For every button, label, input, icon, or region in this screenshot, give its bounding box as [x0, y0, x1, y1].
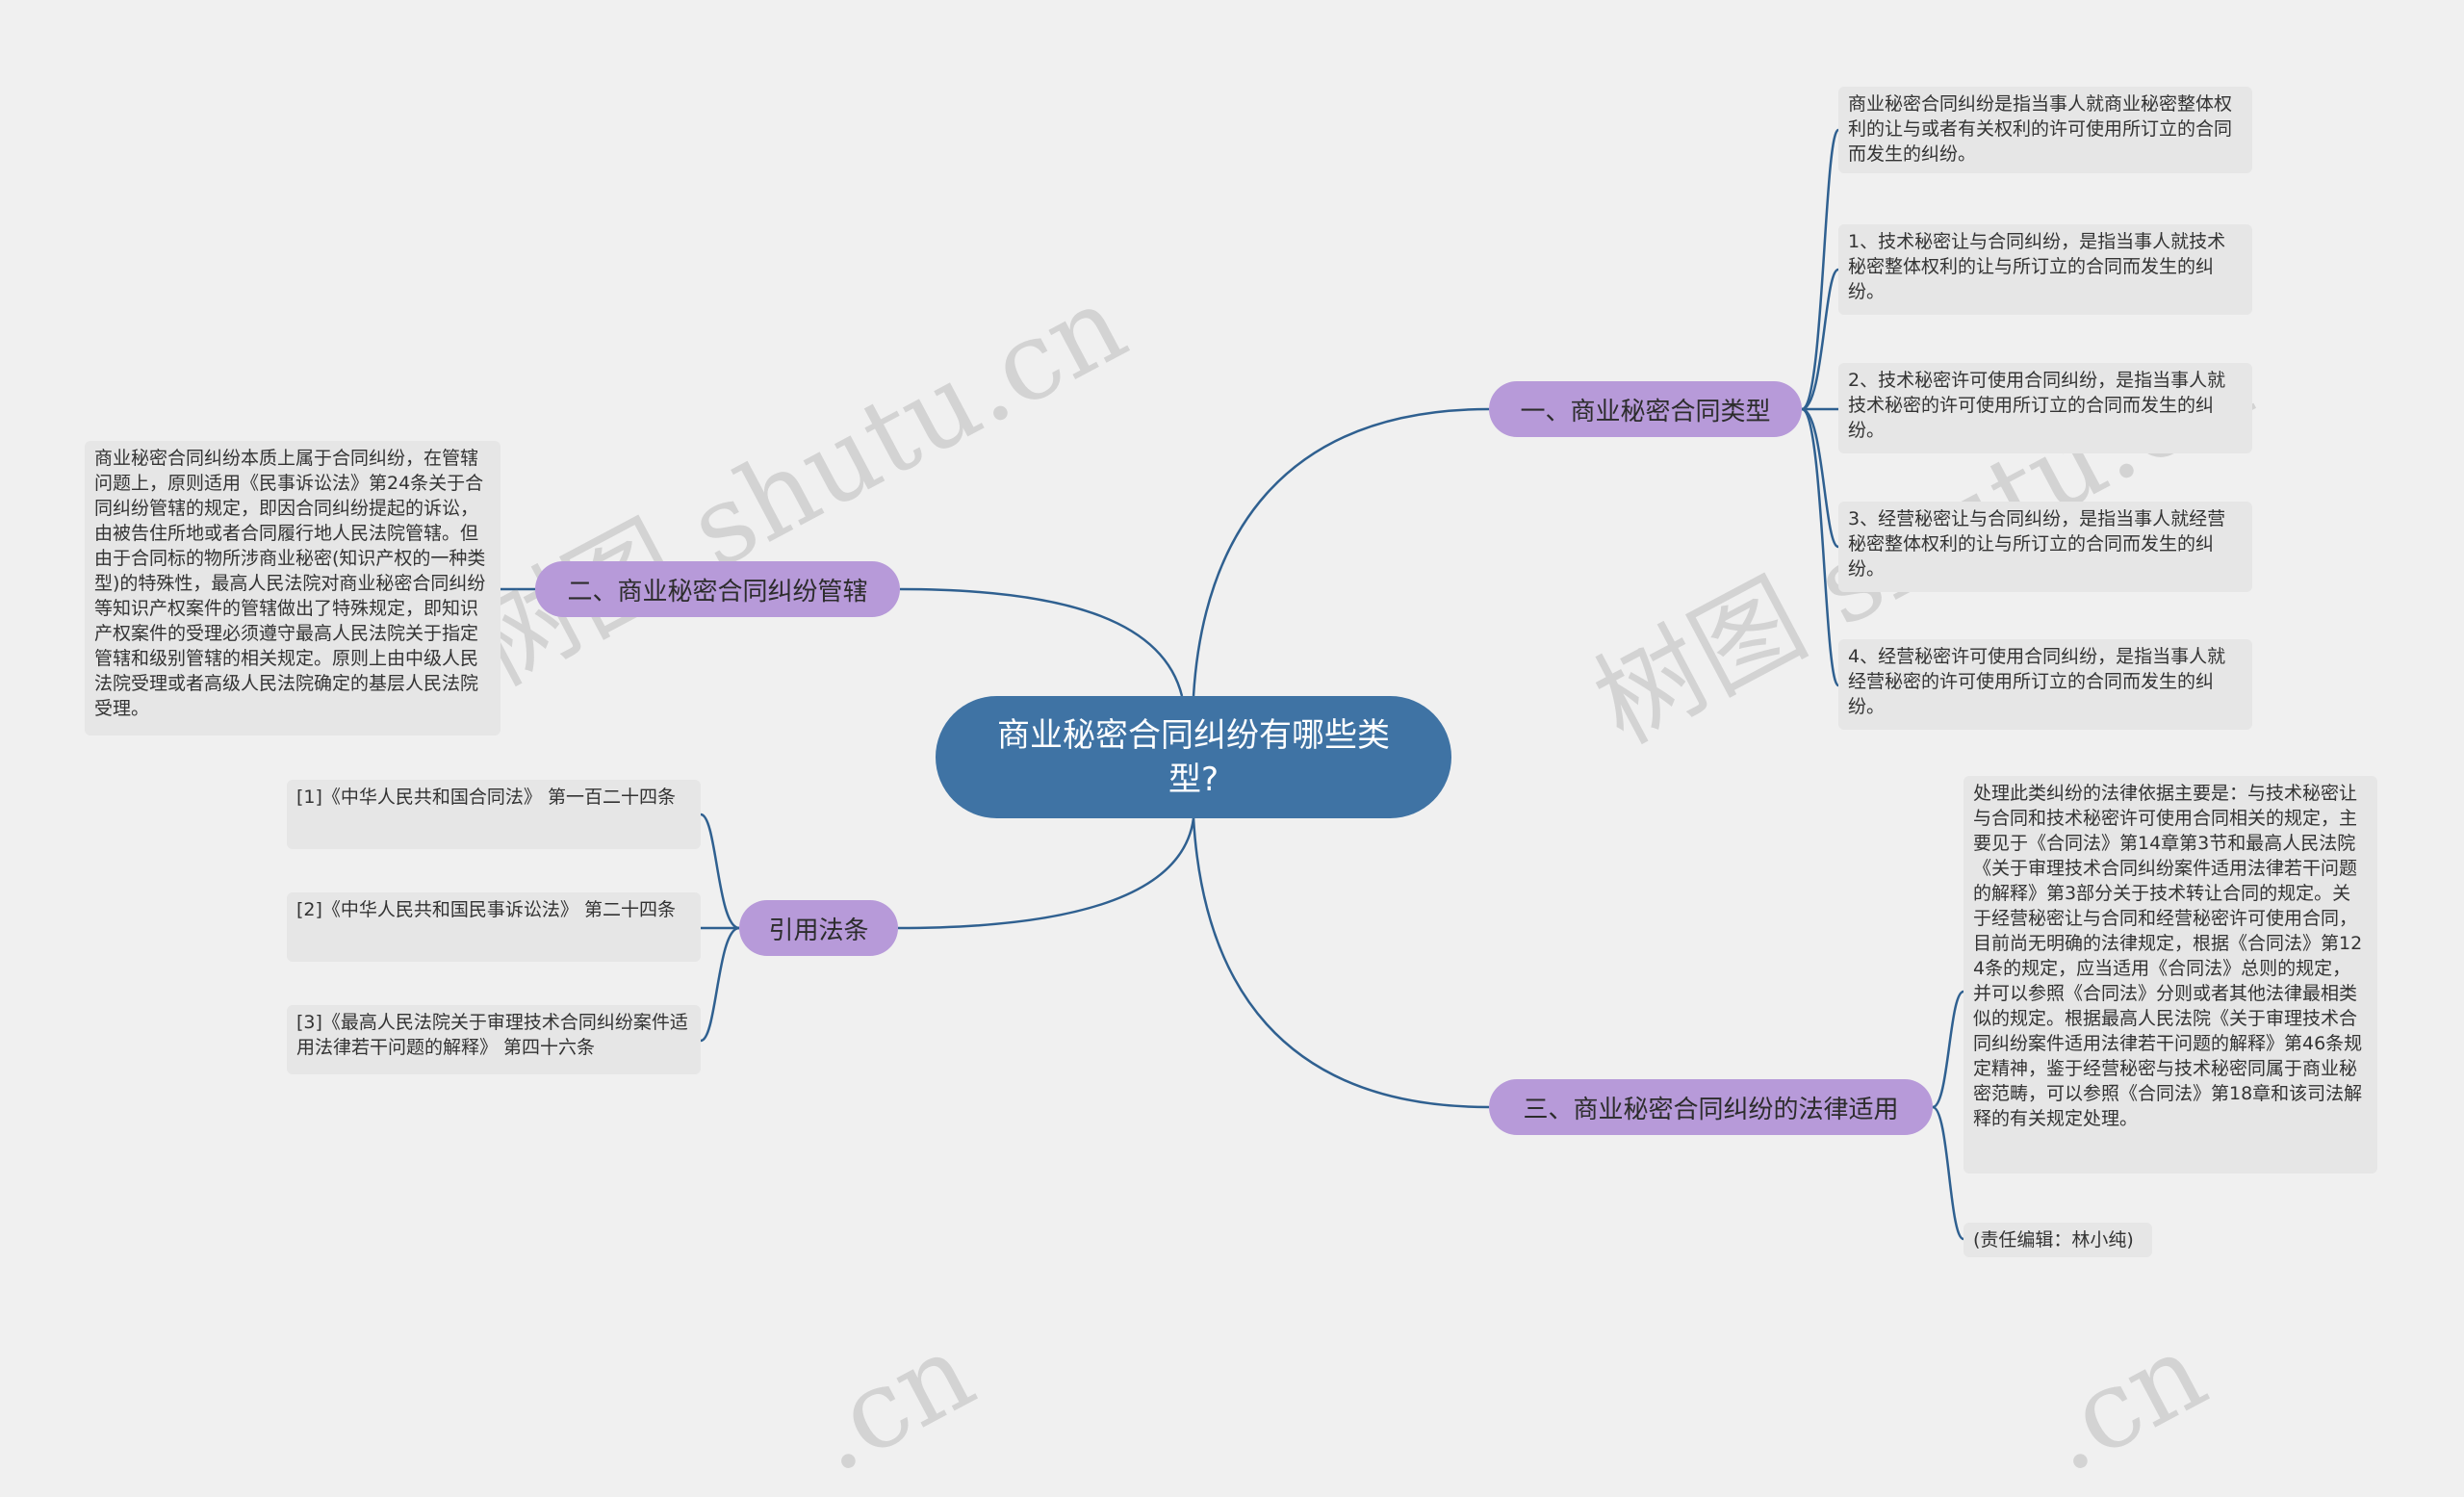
link-branch4-leaf3	[700, 926, 740, 1043]
branch-label: 引用法条	[768, 916, 869, 945]
leaf-cited-law-3[interactable]: [3]《最高人民法院关于审理技术合同纠纷案件适用法律若干问题的解释》 第四十六条	[287, 1005, 701, 1074]
branch-jurisdiction[interactable]: 二、商业秘密合同纠纷管辖	[535, 561, 900, 617]
central-topic[interactable]: 商业秘密合同纠纷有哪些类型?	[936, 696, 1451, 818]
leaf-law-basis[interactable]: 处理此类纠纷的法律依据主要是：与技术秘密让与合同和技术秘密许可使用合同相关的规定…	[1964, 776, 2377, 1174]
link-branch3-leaf1	[1932, 990, 1964, 1109]
leaf-jurisdiction-detail[interactable]: 商业秘密合同纠纷本质上属于合同纠纷，在管辖问题上，原则适用《民事诉讼法》第24条…	[85, 441, 500, 736]
branch-cited-laws[interactable]: 引用法条	[739, 900, 898, 956]
link-central-branch2	[899, 587, 1184, 697]
leaf-contract-definition[interactable]: 商业秘密合同纠纷是指当事人就商业秘密整体权利的让与或者有关权利的许可使用所订立的…	[1838, 87, 2252, 173]
link-central-branch1	[1192, 407, 1490, 697]
leaf-tech-secret-transfer[interactable]: 1、技术秘密让与合同纠纷，是指当事人就技术秘密整体权利的让与所订立的合同而发生的…	[1838, 224, 2252, 315]
link-branch1-leaf5	[1801, 407, 1840, 687]
branch-label: 一、商业秘密合同类型	[1520, 397, 1771, 426]
leaf-tech-secret-license[interactable]: 2、技术秘密许可使用合同纠纷，是指当事人就技术秘密的许可使用所订立的合同而发生的…	[1838, 363, 2252, 453]
branch-label: 三、商业秘密合同纠纷的法律适用	[1523, 1095, 1899, 1124]
link-branch1-leaf4	[1801, 407, 1839, 549]
link-branch3-leaf2	[1932, 1105, 1964, 1241]
connector-lines	[500, 128, 1964, 1241]
link-branch1-leaf1	[1801, 128, 1840, 411]
leaf-business-secret-transfer[interactable]: 3、经营秘密让与合同纠纷，是指当事人就经营秘密整体权利的让与所订立的合同而发生的…	[1838, 502, 2252, 592]
leaf-cited-law-1[interactable]: [1]《中华人民共和国合同法》 第一百二十四条	[287, 780, 701, 849]
leaf-editor-note[interactable]: (责任编辑：林小纯)	[1964, 1223, 2152, 1257]
mind-map-canvas: 树图 shutu.cn 树图 shutu.cn .cn .cn 商业秘密合同纠纷…	[85, 87, 2377, 1497]
leaf-cited-law-2[interactable]: [2]《中华人民共和国民事诉讼法》 第二十四条	[287, 892, 701, 962]
central-topic-label: 商业秘密合同纠纷有哪些类型?	[997, 715, 1390, 799]
branch-label: 二、商业秘密合同纠纷管辖	[567, 577, 868, 607]
link-branch4-leaf1	[700, 813, 740, 930]
link-central-branch4	[897, 817, 1195, 930]
link-branch1-leaf2	[1801, 268, 1839, 411]
branch-law-application[interactable]: 三、商业秘密合同纠纷的法律适用	[1489, 1079, 1933, 1135]
leaf-business-secret-license[interactable]: 4、经营秘密许可使用合同纠纷，是指当事人就经营秘密的许可使用所订立的合同而发生的…	[1838, 639, 2252, 730]
link-central-branch3	[1192, 817, 1490, 1109]
branch-contract-types[interactable]: 一、商业秘密合同类型	[1489, 381, 1802, 437]
